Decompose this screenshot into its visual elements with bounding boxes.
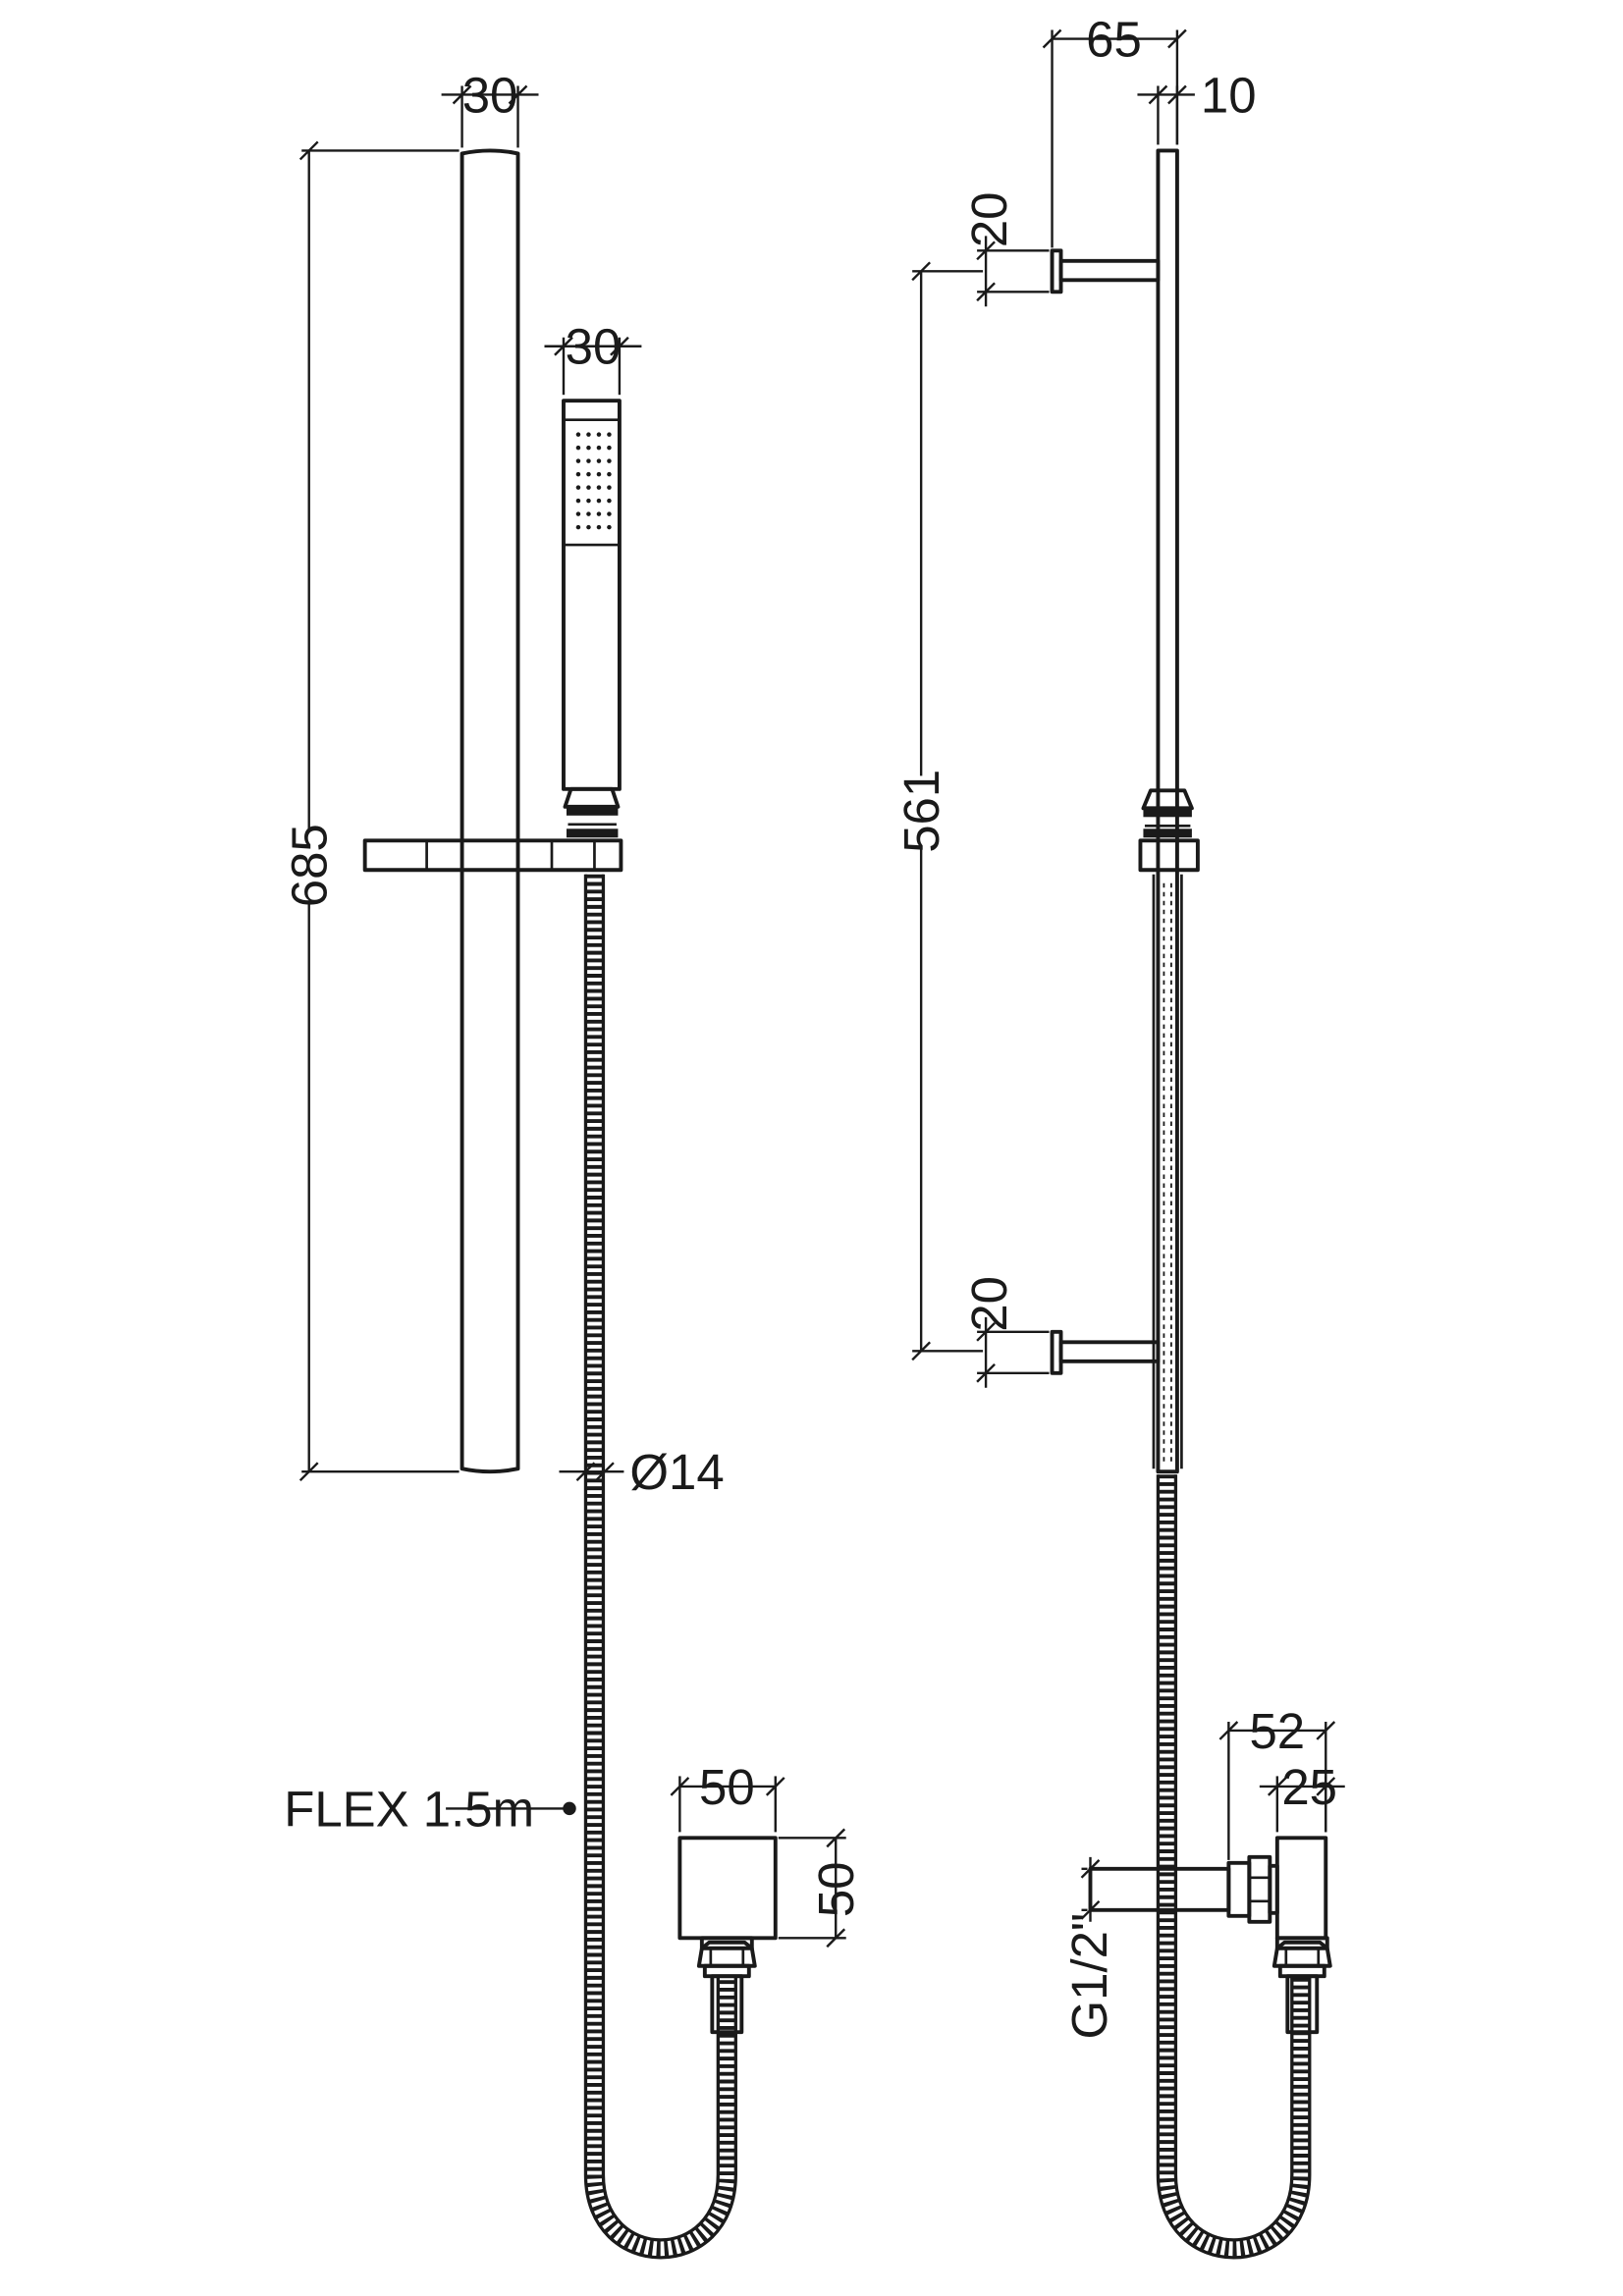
bracket-projection-label: 65 [1086, 12, 1142, 68]
elbow-body-dimension: 25 [1259, 1759, 1345, 1833]
wall-bracket-bottom [1050, 1329, 1161, 1375]
bracket-top-dimension: 20 [961, 192, 1050, 307]
elbow-body-label: 25 [1281, 1759, 1337, 1815]
handset-width-dimension: 30 [544, 319, 642, 396]
rail-length-label: 685 [282, 824, 338, 907]
rail-length-dimension: 685 [282, 140, 460, 1482]
outlet-width-dimension: 50 [670, 1759, 785, 1833]
outlet-height-label: 50 [808, 1861, 864, 1917]
slide-rail [460, 148, 520, 1474]
flexible-hose-front [583, 874, 737, 2260]
rail-width-label: 30 [462, 67, 518, 123]
front-view: 30 685 [282, 67, 864, 2260]
spray-nozzles-grid [575, 432, 612, 530]
bracket-centres-label: 561 [893, 770, 949, 853]
flex-length-callout: FLEX 1.5m [284, 1781, 576, 1837]
thread-size-dimension: G1/2" [1061, 1856, 1117, 2040]
hose-diameter-dimension: Ø14 [559, 1444, 725, 1500]
elbow-depth-label: 52 [1249, 1703, 1305, 1759]
handset-connector-side [1138, 788, 1200, 873]
flexible-hose-side [1156, 1474, 1312, 2260]
handset [562, 399, 622, 838]
hose-behind-rail [1152, 874, 1183, 1469]
outlet-width-label: 50 [699, 1759, 755, 1815]
rail-width-dimension: 30 [441, 67, 539, 148]
wall-bracket-top [1050, 248, 1161, 294]
rail-depth-dimension: 10 [1137, 67, 1257, 145]
hose-diameter-label: Ø14 [629, 1444, 724, 1500]
side-view: 65 10 20 [893, 12, 1345, 2260]
outlet-height-dimension: 50 [778, 1828, 864, 1949]
bracket-bottom-label: 20 [961, 1276, 1017, 1332]
bracket-projection-dimension: 65 [1042, 12, 1187, 248]
thread-size-label: G1/2" [1061, 1913, 1117, 2040]
rail-depth-label: 10 [1201, 67, 1257, 123]
bracket-top-label: 20 [961, 192, 1017, 248]
bracket-bottom-dimension: 20 [961, 1276, 1050, 1388]
handset-width-label: 30 [566, 319, 622, 375]
wall-outlet-front [677, 1836, 778, 2035]
bracket-centres-dimension: 561 [893, 261, 984, 1362]
slider-holder [362, 838, 623, 873]
